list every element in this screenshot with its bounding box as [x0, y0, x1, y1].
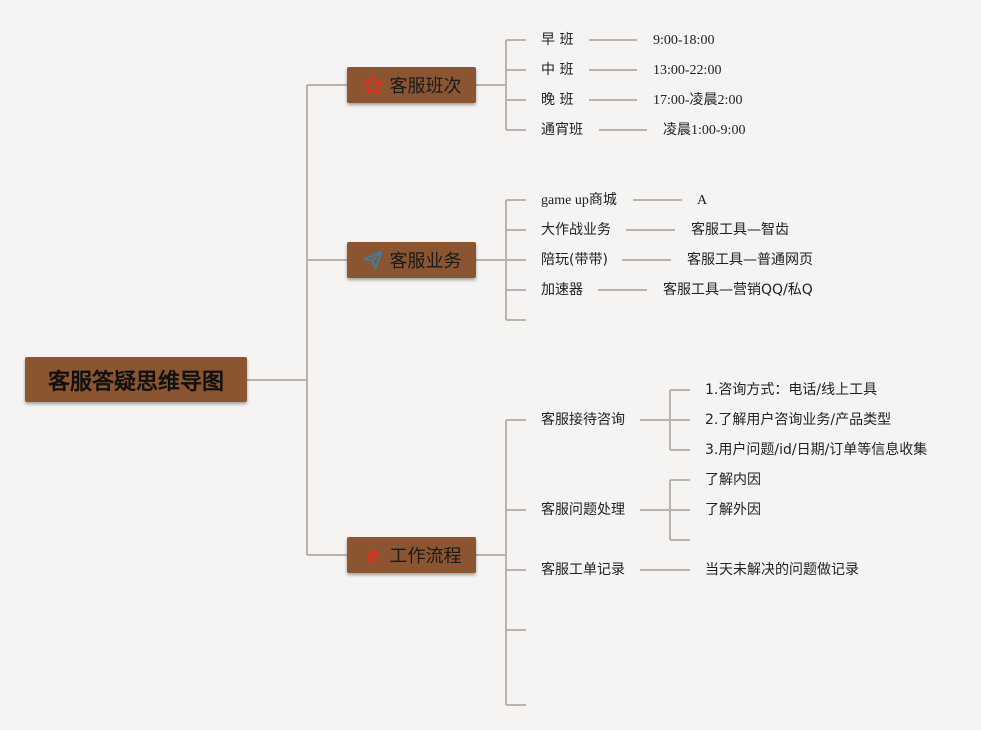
shift-label[interactable]: 晚 班 [541, 92, 574, 108]
shift-time[interactable]: 9:00-18:00 [653, 33, 715, 48]
branch-workflow[interactable]: 工作流程 [347, 537, 476, 573]
workflow-detail[interactable]: 3.用户问题/id/日期/订单等信息收集 [705, 442, 928, 458]
workflow-detail[interactable]: 2.了解用户咨询业务/产品类型 [705, 412, 892, 428]
paper-plane-icon [363, 250, 382, 270]
branch-label: 客服业务 [389, 251, 462, 272]
business-label[interactable]: 加速器 [541, 282, 583, 298]
shift-time[interactable]: 凌晨1:00-9:00 [663, 123, 746, 138]
business-label[interactable]: 大作战业务 [541, 222, 611, 238]
workflow-detail[interactable]: 了解外因 [705, 502, 761, 518]
branch-label: 工作流程 [389, 546, 462, 567]
fire-icon [367, 545, 378, 564]
business-tool[interactable]: 客服工具—智齿 [691, 222, 789, 238]
workflow-step[interactable]: 客服接待咨询 [541, 412, 625, 428]
business-tool[interactable]: 客服工具—普通网页 [687, 252, 813, 268]
workflow-detail[interactable]: 当天未解决的问题做记录 [705, 562, 859, 578]
business-label[interactable]: game up商城 [541, 193, 617, 208]
workflow-step[interactable]: 客服问题处理 [541, 502, 625, 518]
shift-label[interactable]: 中 班 [541, 62, 574, 78]
shift-time[interactable]: 13:00-22:00 [653, 63, 722, 78]
branch-business[interactable]: 客服业务 [347, 242, 476, 278]
workflow-detail[interactable]: 了解内因 [705, 472, 761, 488]
business-label[interactable]: 陪玩(带带) [541, 252, 608, 268]
branch-label: 客服班次 [389, 76, 462, 97]
shift-label[interactable]: 早 班 [541, 32, 574, 48]
root-node[interactable]: 客服答疑思维导图 [25, 357, 247, 402]
workflow-detail[interactable]: 1.咨询方式：电话/线上工具 [705, 382, 878, 398]
shift-label[interactable]: 通宵班 [541, 122, 583, 138]
shift-time[interactable]: 17:00-凌晨2:00 [653, 93, 743, 108]
workflow-step[interactable]: 客服工单记录 [541, 562, 625, 578]
star-icon [362, 74, 383, 95]
root-label: 客服答疑思维导图 [47, 369, 224, 395]
branch-shifts[interactable]: 客服班次 [347, 67, 476, 103]
business-tool[interactable]: A [697, 193, 708, 208]
business-tool[interactable]: 客服工具—营销QQ/私Q [663, 282, 813, 298]
